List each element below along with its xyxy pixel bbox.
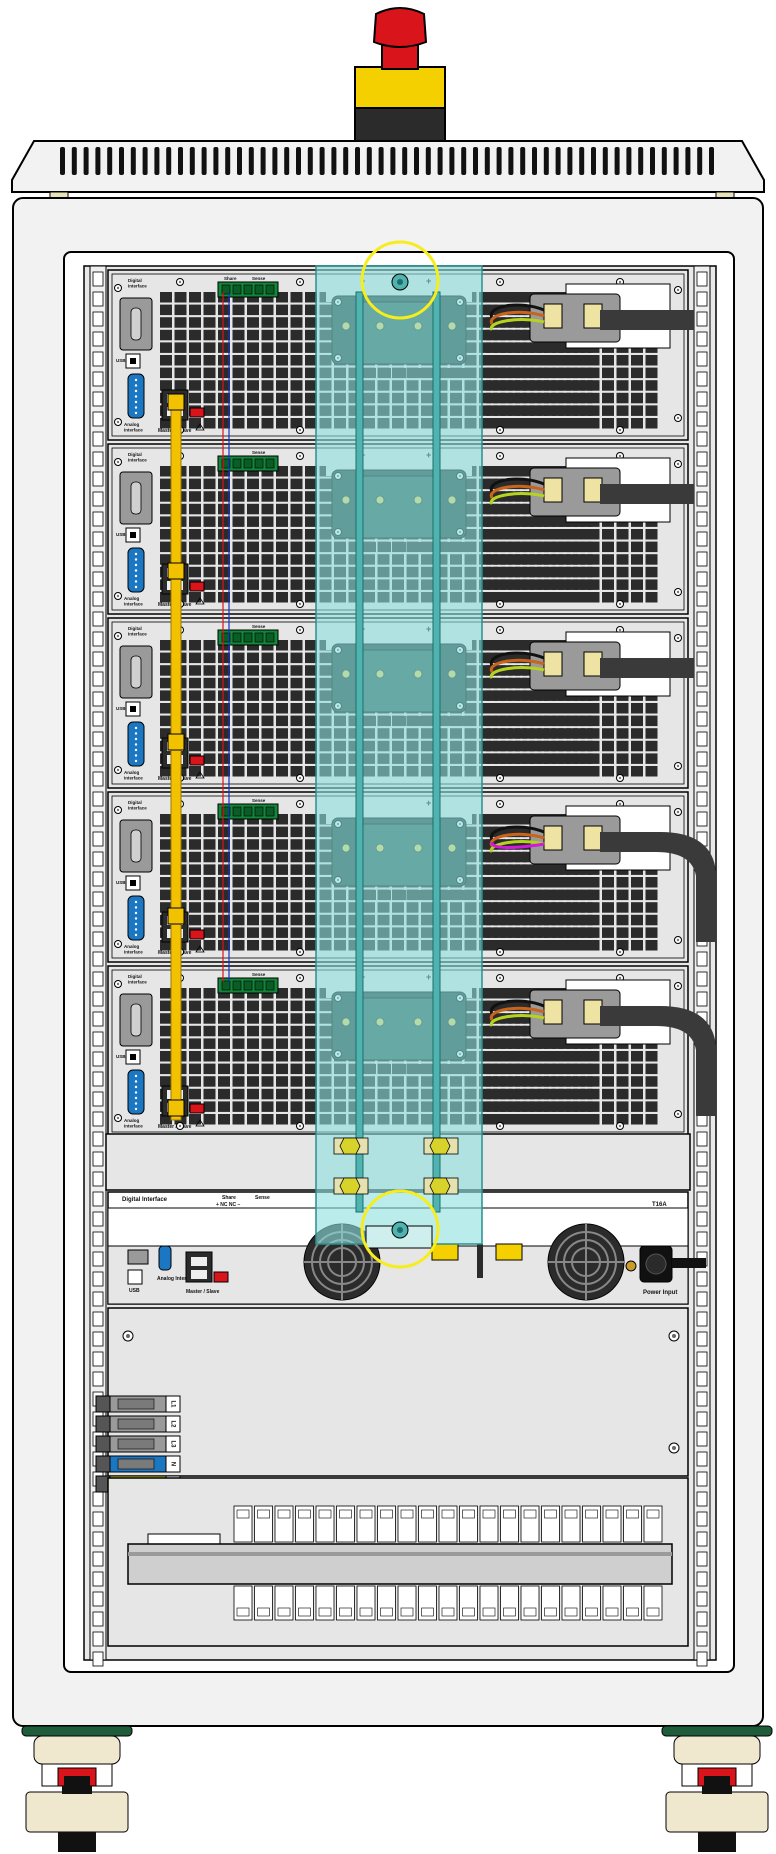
din-terminal-block [520, 1505, 540, 1621]
power-input-label: Power Input [643, 1290, 677, 1296]
usb-label: USB [116, 880, 126, 885]
emergency-stop-button[interactable] [372, 7, 428, 48]
mains-section: L1L2L3NPE [95, 1307, 689, 1493]
ac-input-connector [489, 283, 694, 349]
ac-input-connector [489, 457, 694, 523]
ac-input-connector [489, 631, 694, 697]
din-terminal-block [418, 1505, 437, 1621]
din-terminal-block [438, 1505, 458, 1621]
busbar-negative [355, 291, 364, 1213]
fuse-label: T16A [652, 1202, 667, 1208]
caster-right [661, 1725, 773, 1852]
output-switch-left[interactable] [431, 1243, 459, 1261]
bottom-usb-port[interactable] [127, 1269, 143, 1285]
sense-label: Sense [252, 624, 266, 629]
fan-right [547, 1223, 625, 1301]
din-rail [127, 1543, 673, 1585]
mains-terminal-label: L3 [169, 1440, 175, 1448]
mains-terminal-label: N [169, 1462, 175, 1466]
bottom-ms-label: Master / Slave [186, 1289, 220, 1295]
master-slave-bus-cable [167, 393, 185, 1121]
din-terminal-block [459, 1505, 478, 1621]
din-terminal-block [541, 1505, 560, 1621]
din-terminal-block [397, 1505, 417, 1621]
share-label: Share [224, 276, 237, 281]
output-switch-right[interactable] [495, 1243, 523, 1261]
din-terminal-block [274, 1505, 294, 1621]
sense-label: Sense [252, 450, 266, 455]
usb-label: USB [116, 706, 126, 711]
din-terminal-block [377, 1505, 396, 1621]
bottom-sense-pins: + NC NC − [216, 1202, 241, 1208]
usb-label: USB [116, 358, 126, 363]
din-terminal-block [643, 1505, 663, 1621]
sense-label: Sense [252, 798, 266, 803]
bottom-sense-label: Sense [255, 1195, 270, 1201]
busbar-assembly [315, 265, 483, 1249]
mains-terminal-l3[interactable]: L3 [95, 1435, 181, 1453]
sense-label: Sense [252, 972, 266, 977]
mains-terminal-n[interactable]: N [95, 1455, 181, 1473]
mains-terminal-label: L1 [169, 1400, 175, 1408]
bottom-analog-port[interactable] [158, 1245, 172, 1271]
sense-label: Sense [252, 276, 266, 281]
sense-wires [222, 292, 230, 982]
emergency-stop [354, 7, 446, 142]
din-terminal-block [295, 1505, 314, 1621]
ac-input-connector [489, 979, 716, 1116]
din-terminal-block [500, 1505, 519, 1621]
din-terminal-block [233, 1505, 253, 1621]
caster-left [21, 1725, 133, 1852]
mains-terminal-l2[interactable]: L2 [95, 1415, 181, 1433]
master-slave-label: Master / Slave [158, 1124, 192, 1130]
busbar-positive [432, 291, 441, 1213]
distribution-section [107, 1477, 689, 1647]
din-terminal-block [623, 1505, 642, 1621]
highlight-circle-top [360, 240, 440, 320]
busbar-top-mount [391, 273, 409, 291]
bottom-analog-label: Analog Interface [157, 1276, 196, 1282]
bottom-usb-label: USB [129, 1288, 140, 1294]
highlight-circle-bottom [360, 1189, 440, 1269]
rack-rails [89, 265, 711, 1667]
din-terminal-block [561, 1505, 581, 1621]
ac-input-connector [489, 805, 716, 942]
cabinet-roof [11, 140, 765, 199]
din-terminal-block [582, 1505, 601, 1621]
bottom-share-label: Share [222, 1195, 236, 1201]
mains-terminal-l1[interactable]: L1 [95, 1395, 181, 1413]
din-terminal-block [479, 1505, 499, 1621]
usb-label: USB [116, 532, 126, 537]
din-terminal-block [602, 1505, 622, 1621]
mains-terminal-label: L2 [169, 1420, 175, 1428]
din-terminal-block [254, 1505, 273, 1621]
din-terminal-block [356, 1505, 376, 1621]
din-terminal-block [336, 1505, 355, 1621]
roof-vent-slots [60, 147, 714, 175]
busbar-bottom-mount [365, 1221, 433, 1249]
usb-label: USB [116, 1054, 126, 1059]
bottom-digital-label: Digital Interface [122, 1197, 168, 1203]
din-terminal-block [315, 1505, 335, 1621]
